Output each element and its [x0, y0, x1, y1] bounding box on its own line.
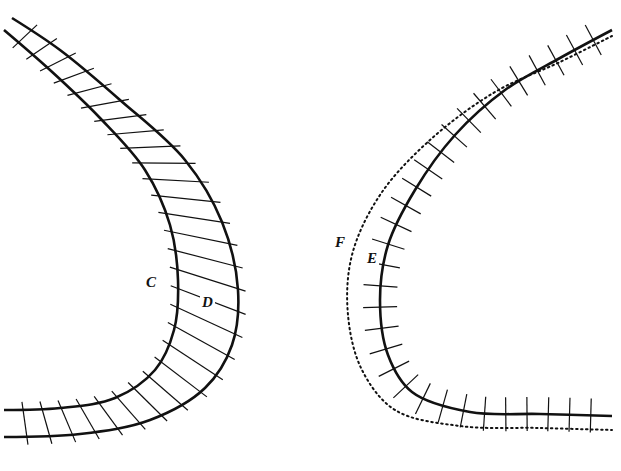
cross-section-tick	[427, 142, 454, 163]
cross-section-tick	[442, 125, 467, 148]
cross-section-tick	[379, 361, 409, 376]
cross-section-tick	[54, 68, 94, 83]
cross-section-tick	[548, 45, 564, 75]
cross-section-tick	[155, 357, 207, 397]
cross-section-tick	[365, 326, 399, 330]
cross-section-tick	[363, 306, 397, 308]
cross-section-tick	[107, 130, 163, 135]
outer-bank-line	[4, 18, 238, 437]
cross-section-tick	[163, 340, 223, 379]
cross-section-tick	[81, 99, 129, 108]
cross-section-tick	[76, 399, 99, 439]
cross-section-tick	[529, 55, 545, 85]
cross-section-tick	[474, 93, 496, 119]
cross-section-tick	[94, 396, 122, 435]
cross-section-tick	[168, 323, 235, 360]
cross-section-tick	[566, 35, 582, 65]
cross-section-tick	[547, 397, 549, 431]
cross-section-tick	[370, 344, 403, 354]
cross-section-tick	[142, 179, 208, 183]
cross-section-tick	[414, 160, 442, 179]
cross-section-tick	[26, 39, 57, 60]
cross-section-tick	[40, 402, 52, 444]
cross-section-tick	[391, 197, 421, 214]
left-band	[4, 18, 246, 445]
cross-section-tick	[438, 390, 447, 423]
cross-section-tick	[402, 178, 431, 196]
cross-section-tick	[372, 239, 404, 249]
cross-section-tick	[151, 195, 220, 202]
cross-section-tick	[168, 249, 243, 268]
cross-section-tick	[13, 25, 37, 48]
cross-section-tick	[415, 383, 430, 414]
former-bank-dotted-line	[347, 36, 612, 430]
cross-section-tick	[364, 285, 398, 287]
cross-section-tick	[460, 394, 467, 427]
inner-bank-line	[4, 30, 178, 410]
cross-section-tick	[94, 115, 146, 122]
cross-section-tick	[112, 391, 146, 429]
cross-section-tick	[393, 375, 418, 398]
cross-section-tick	[22, 402, 28, 445]
cross-section-tick	[590, 398, 592, 432]
cross-section-tick	[120, 146, 180, 149]
point-label: E	[365, 250, 379, 267]
cross-section-tick	[483, 397, 485, 431]
cross-section-tick	[585, 25, 601, 55]
cross-section-tick	[58, 401, 76, 443]
cross-section-tick	[164, 230, 237, 245]
cross-section-tick	[381, 217, 412, 231]
point-label: C	[144, 274, 158, 291]
cross-section-tick	[505, 397, 507, 431]
cross-section-tick	[67, 84, 111, 96]
cross-section-tick	[128, 383, 167, 421]
cross-section-tick	[510, 66, 528, 95]
cross-section-tick	[568, 398, 570, 432]
cross-section-tick	[132, 162, 195, 164]
point-label: F	[333, 234, 347, 251]
cross-section-tick	[40, 53, 76, 71]
point-label: D	[200, 294, 215, 311]
bank-line	[380, 30, 612, 416]
cross-section-tick	[491, 79, 511, 106]
cross-section-tick	[457, 108, 481, 132]
cross-section-tick	[158, 212, 230, 223]
cross-section-tick	[526, 397, 528, 431]
right-bend	[347, 25, 612, 432]
cross-section-tick	[170, 267, 246, 291]
